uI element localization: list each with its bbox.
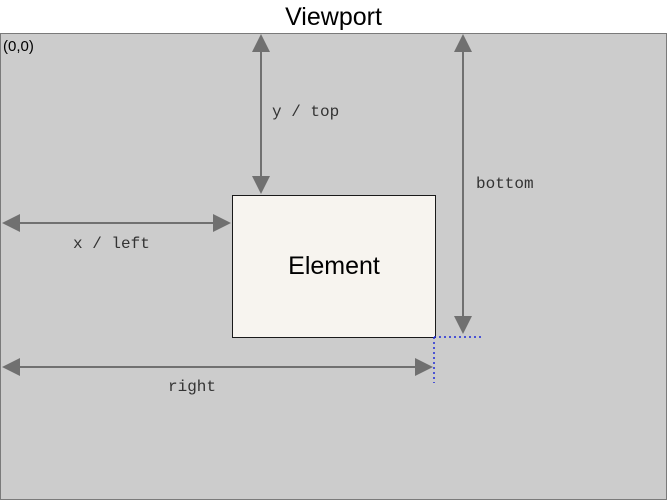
bottom-arrow	[454, 34, 472, 334]
left-arrow	[2, 214, 231, 232]
bottom-label: bottom	[476, 175, 534, 193]
right-label: right	[168, 378, 217, 396]
top-arrow	[252, 34, 270, 194]
element-label: Element	[288, 252, 380, 280]
corner-guides	[433, 336, 482, 383]
element-box: Element	[232, 195, 436, 338]
viewport-title: Viewport	[285, 3, 382, 31]
left-label: x / left	[73, 235, 150, 253]
origin-label: (0,0)	[3, 38, 34, 55]
top-label: y / top	[272, 103, 340, 121]
right-arrow	[2, 358, 433, 376]
